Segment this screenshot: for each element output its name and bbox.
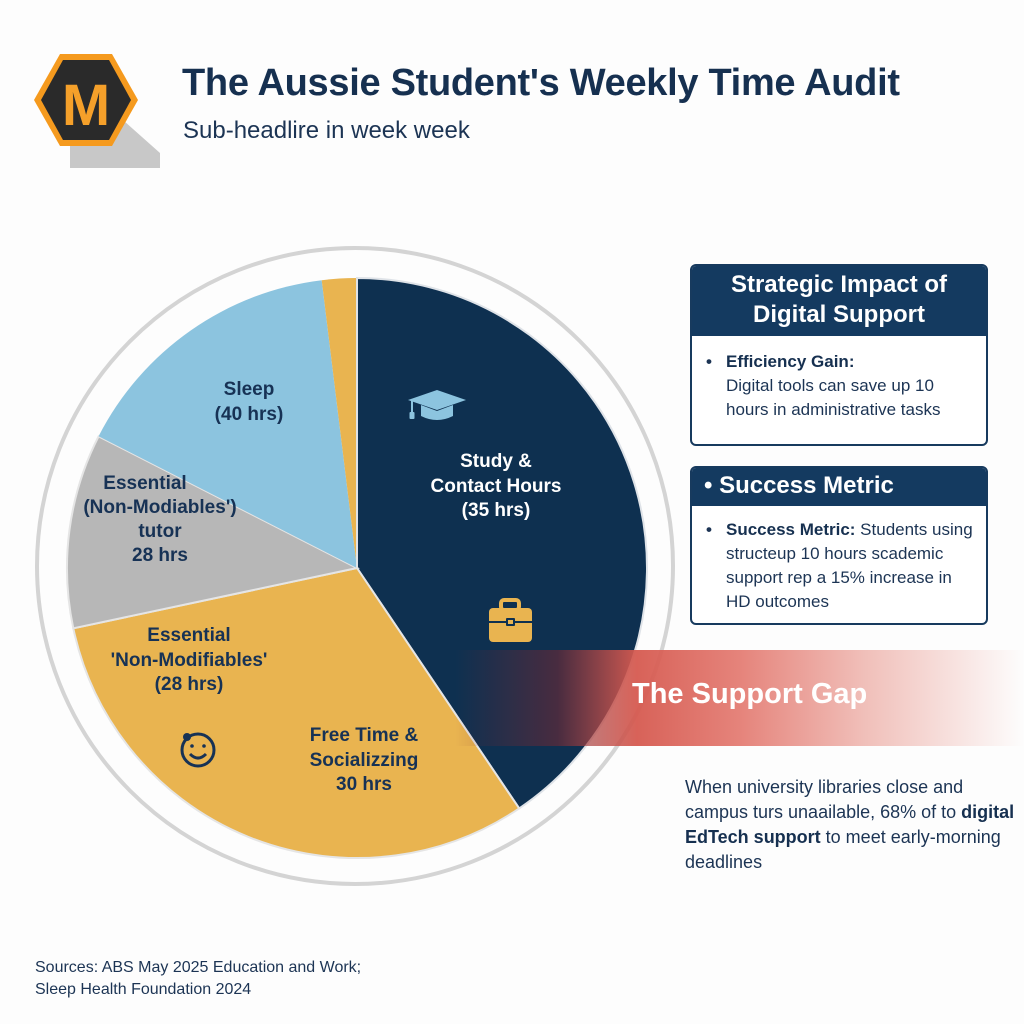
support-gap-title: The Support Gap xyxy=(632,678,868,710)
support-gap-text: When university libraries close and camp… xyxy=(685,777,1015,872)
bullet-icon: • xyxy=(706,352,712,371)
label-gray-essential: Essential (Non-Modiables') tutor 28 hrs xyxy=(83,473,237,567)
logo-hexagon-m-icon: M xyxy=(34,54,160,168)
label-sleep: Sleep (40 hrs) xyxy=(214,379,284,425)
page-title: The Aussie Student's Weekly Time Audit xyxy=(182,62,900,104)
slice-gray-essential xyxy=(65,434,360,630)
label-essential-non-modifiables: Essential 'Non-Modifiables' (28 hrs) xyxy=(110,625,268,696)
slice-essential-free xyxy=(72,566,521,860)
bullet-icon: • xyxy=(706,520,712,539)
graduation-cap-icon xyxy=(408,390,466,420)
card-success-metric: • Success Metric • Success Metric: Stude… xyxy=(690,466,988,625)
svg-text:M: M xyxy=(62,73,110,138)
support-gap-band xyxy=(455,650,1024,746)
slice-sleep xyxy=(98,280,357,568)
card-strategic-impact: Strategic Impact of Digital Support • Ef… xyxy=(690,264,988,446)
card-heading: Strategic Impact of Digital Support xyxy=(692,266,986,336)
label-free-time: Free Time & Socializzing 30 hrs xyxy=(309,725,419,796)
page-subtitle: Sub-headlire in week week xyxy=(183,117,470,144)
smiley-icon xyxy=(180,732,216,768)
pie-outer-ring xyxy=(35,246,675,886)
slice-sliver xyxy=(321,278,357,568)
label-study: Study & Contact Hours (35 hrs) xyxy=(430,451,562,522)
sources-footnote: Sources: ABS May 2025 Education and Work… xyxy=(35,959,362,998)
briefcase-icon xyxy=(489,598,532,642)
card-heading: • Success Metric xyxy=(692,468,986,506)
